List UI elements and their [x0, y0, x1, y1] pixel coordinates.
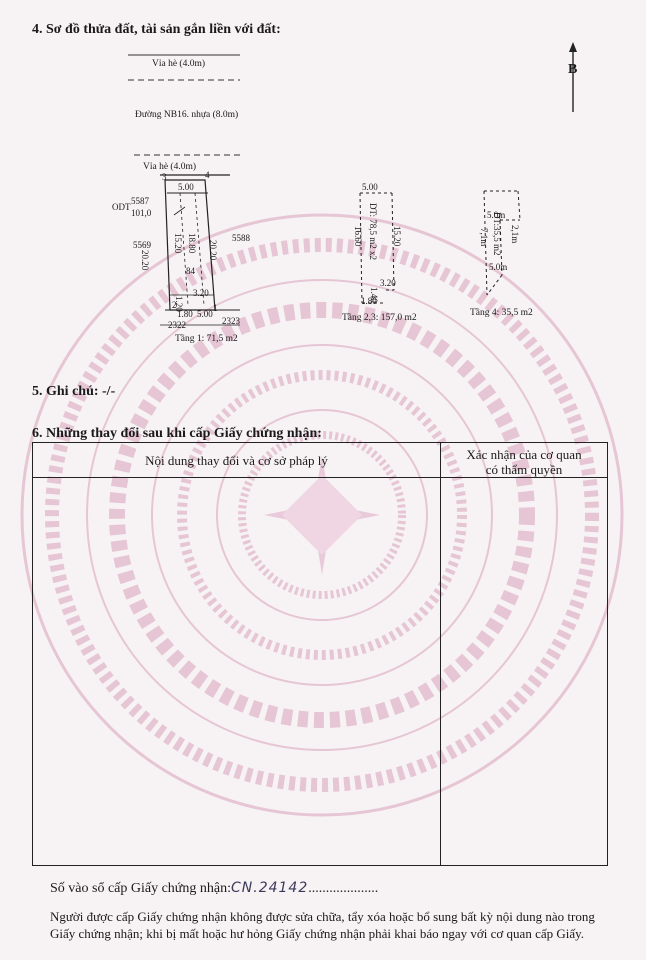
road-name-label: Đường NB16. nhựa (8.0m): [135, 110, 239, 120]
floor23-seg-a: 3.20: [380, 278, 396, 288]
section-4-heading: 4. Sơ đồ thửa đất, tài sản gắn liền với …: [32, 22, 281, 37]
floor1-point-3: 3: [162, 172, 167, 182]
floor4-area: DT:35,5 m2: [492, 212, 502, 256]
floor1-inner-left: 15.20: [173, 233, 183, 254]
floor1-parcel-number: 5587: [131, 196, 149, 206]
floor1-left-length: 20.20: [140, 250, 150, 271]
floor1-parcel-label: 84: [186, 266, 195, 276]
floor1-front-width: 5.00: [178, 182, 194, 192]
floor1-seg-c: 1.80: [177, 309, 193, 319]
table-header-divider: [33, 477, 607, 478]
column-header-content: Nội dung thay đổi và cơ sở pháp lý: [145, 453, 328, 468]
floor23-top-width: 5.00: [362, 182, 378, 192]
floor4-top-width: 5.0m: [487, 210, 506, 220]
floor23-left-length: 16.60: [353, 226, 363, 247]
section-5-heading: 5. Ghi chú: -/-: [32, 384, 116, 399]
north-label: B: [568, 62, 578, 77]
registration-line: Số vào sổ cấp Giấy chứng nhận:CN.24142..…: [50, 880, 378, 897]
legal-notice: Người được cấp Giấy chứng nhận không đượ…: [50, 909, 595, 941]
column-header-authority-line2: có thẩm quyền: [485, 462, 563, 477]
floor-4-plan: [483, 190, 521, 296]
floor1-back-width: 5.00: [197, 309, 213, 319]
floor1-point-1: 1: [213, 303, 218, 313]
floor4-bottom-width: 5.0m: [489, 262, 508, 272]
registration-number: CN.24142: [231, 880, 309, 896]
floor1-inner-right: 18.80: [187, 233, 197, 254]
floor1-caption: Tầng 1: 71,5 m2: [175, 334, 238, 344]
floor1-point-4: 4: [205, 170, 210, 180]
floor23-area: DT: 78,5 m2 x2: [368, 203, 378, 261]
floor1-parcel-area: 101,0: [131, 208, 152, 218]
neighbor-parcel-left: 5569: [133, 240, 151, 250]
registration-label: Số vào sổ cấp Giấy chứng nhận:: [50, 881, 231, 896]
floor4-left-length: 7,1m: [479, 228, 489, 247]
floor1-point-2: 2: [172, 300, 177, 310]
floor1-sidewalk-label: Vỉa hè (4.0m): [143, 162, 197, 172]
floor-2-3-plan: [359, 192, 395, 304]
table-column-divider: [440, 443, 441, 865]
neighbor-parcel-bottom-right: 2323: [222, 316, 240, 326]
floor23-caption: Tầng 2,3: 157,0 m2: [342, 313, 417, 323]
column-header-authority-line1: Xác nhận của cơ quan: [466, 447, 582, 462]
floor1-right-length: 20.20: [208, 240, 218, 261]
column-header-authority: Xác nhận của cơ quan có thẩm quyền: [441, 447, 607, 477]
neighbor-parcel-right: 5588: [232, 233, 250, 243]
floor1-land-type: ODT: [112, 202, 131, 212]
neighbor-parcel-bottom-left: 2322: [168, 320, 186, 330]
changes-table: Nội dung thay đổi và cơ sở pháp lý Xác n…: [32, 442, 608, 866]
floor23-seg-c: 1.80: [361, 296, 377, 306]
road-top-lines: [128, 54, 240, 56]
floor23-right-length: 15.20: [392, 226, 402, 247]
road-top-sidewalk-label: Vỉa hè (4.0m): [152, 59, 206, 69]
registration-dots: ....................: [308, 881, 379, 896]
floor-1-plan: [160, 174, 240, 326]
road-dashed-line: [128, 79, 240, 81]
floor1-seg-a: 3.20: [193, 288, 209, 298]
floor4-right-length: 2,1m: [510, 225, 520, 244]
north-arrow-icon: [569, 42, 577, 112]
section-6-heading: 6. Những thay đổi sau khi cấp Giấy chứng…: [32, 426, 322, 441]
road-bottom-dashed-line: [134, 154, 242, 156]
floor4-caption: Tầng 4: 35,5 m2: [470, 308, 533, 318]
